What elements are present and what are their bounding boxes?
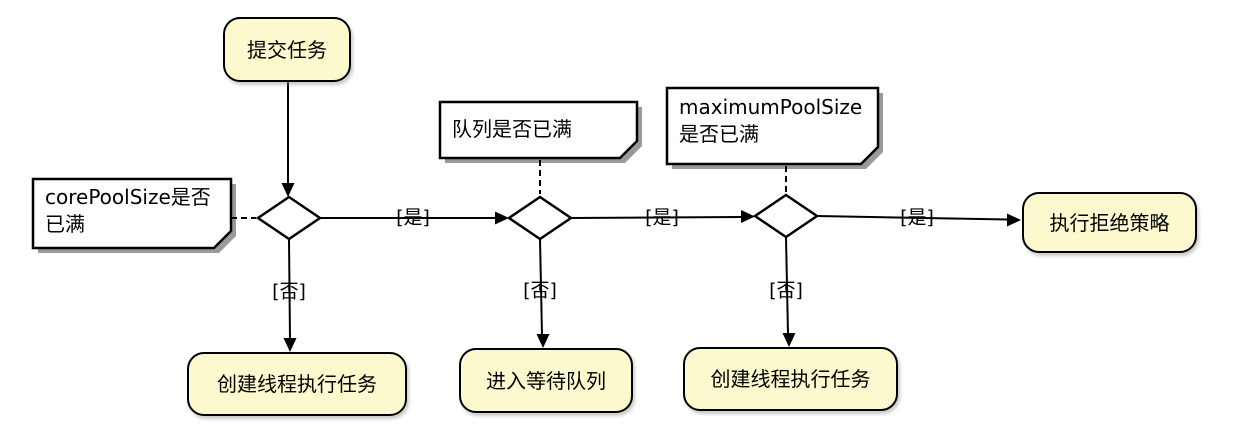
arrowhead-into-d3 bbox=[741, 210, 755, 223]
note-queue: 队列是否已满 bbox=[452, 116, 572, 143]
arrowheads bbox=[281, 183, 1021, 352]
note-max-pool-line1: maximumPoolSize bbox=[679, 95, 863, 119]
activity-reject-policy: 执行拒绝策略 bbox=[1022, 192, 1197, 253]
activity-create-thread-core-label: 创建线程执行任务 bbox=[217, 372, 377, 396]
note-core-pool-line2: 已满 bbox=[45, 212, 85, 236]
activity-submit-task-label: 提交任务 bbox=[247, 37, 327, 62]
edge-label-yes-2: [是] bbox=[645, 206, 679, 229]
activity-create-thread-core: 创建线程执行任务 bbox=[187, 352, 407, 416]
edge-label-yes-1: [是] bbox=[396, 206, 430, 229]
arrow-d2-to-enqueue-line bbox=[539, 238, 543, 336]
activity-submit-task: 提交任务 bbox=[223, 17, 351, 82]
note-max-pool-shape bbox=[665, 86, 880, 166]
arrow-d2-to-d3-line bbox=[570, 216, 743, 219]
note-core-pool-line1: corePoolSize是否 bbox=[45, 185, 211, 209]
arrowhead-into-enqueue bbox=[536, 334, 550, 348]
note-queue-line1: 队列是否已满 bbox=[452, 117, 572, 141]
edge-label-no-2: [否] bbox=[523, 279, 557, 302]
arrowhead-into-create-max bbox=[782, 333, 796, 347]
arrowhead-into-d1 bbox=[281, 183, 295, 197]
activity-reject-policy-label: 执行拒绝策略 bbox=[1049, 210, 1170, 235]
arrow-d3-to-reject-line bbox=[816, 215, 1009, 221]
activity-create-thread-max-label: 创建线程执行任务 bbox=[710, 367, 871, 391]
note-core-pool-shape bbox=[31, 177, 233, 250]
decision-queue-full bbox=[506, 195, 574, 241]
activity-enter-wait-queue: 进入等待队列 bbox=[459, 348, 633, 413]
note-max-pool-line2: 是否已满 bbox=[679, 122, 759, 146]
note-queue-shape bbox=[438, 100, 639, 160]
edge-label-no-1: [否] bbox=[272, 280, 306, 303]
note-max-pool: maximumPoolSize 是否已满 bbox=[679, 94, 862, 148]
note-connectors bbox=[231, 160, 787, 219]
edge-label-yes-3: [是] bbox=[900, 206, 934, 229]
decision-core-pool-full bbox=[255, 195, 323, 241]
arrowhead-into-reject bbox=[1007, 213, 1021, 227]
arrow-d1-to-create-line bbox=[288, 238, 291, 340]
flow-lines bbox=[287, 82, 1009, 340]
arrowhead-into-d2 bbox=[495, 211, 509, 225]
arrow-d3-to-create-line bbox=[785, 236, 789, 335]
activity-enter-wait-queue-label: 进入等待队列 bbox=[486, 368, 606, 393]
decision-max-pool-full bbox=[752, 193, 820, 239]
decision-diamonds bbox=[255, 193, 820, 241]
activity-create-thread-max: 创建线程执行任务 bbox=[683, 347, 898, 411]
edge-label-no-3: [否] bbox=[769, 279, 803, 302]
note-shapes bbox=[31, 86, 880, 250]
note-core-pool: corePoolSize是否 已满 bbox=[45, 184, 211, 238]
arrowhead-into-create-core bbox=[283, 338, 297, 352]
